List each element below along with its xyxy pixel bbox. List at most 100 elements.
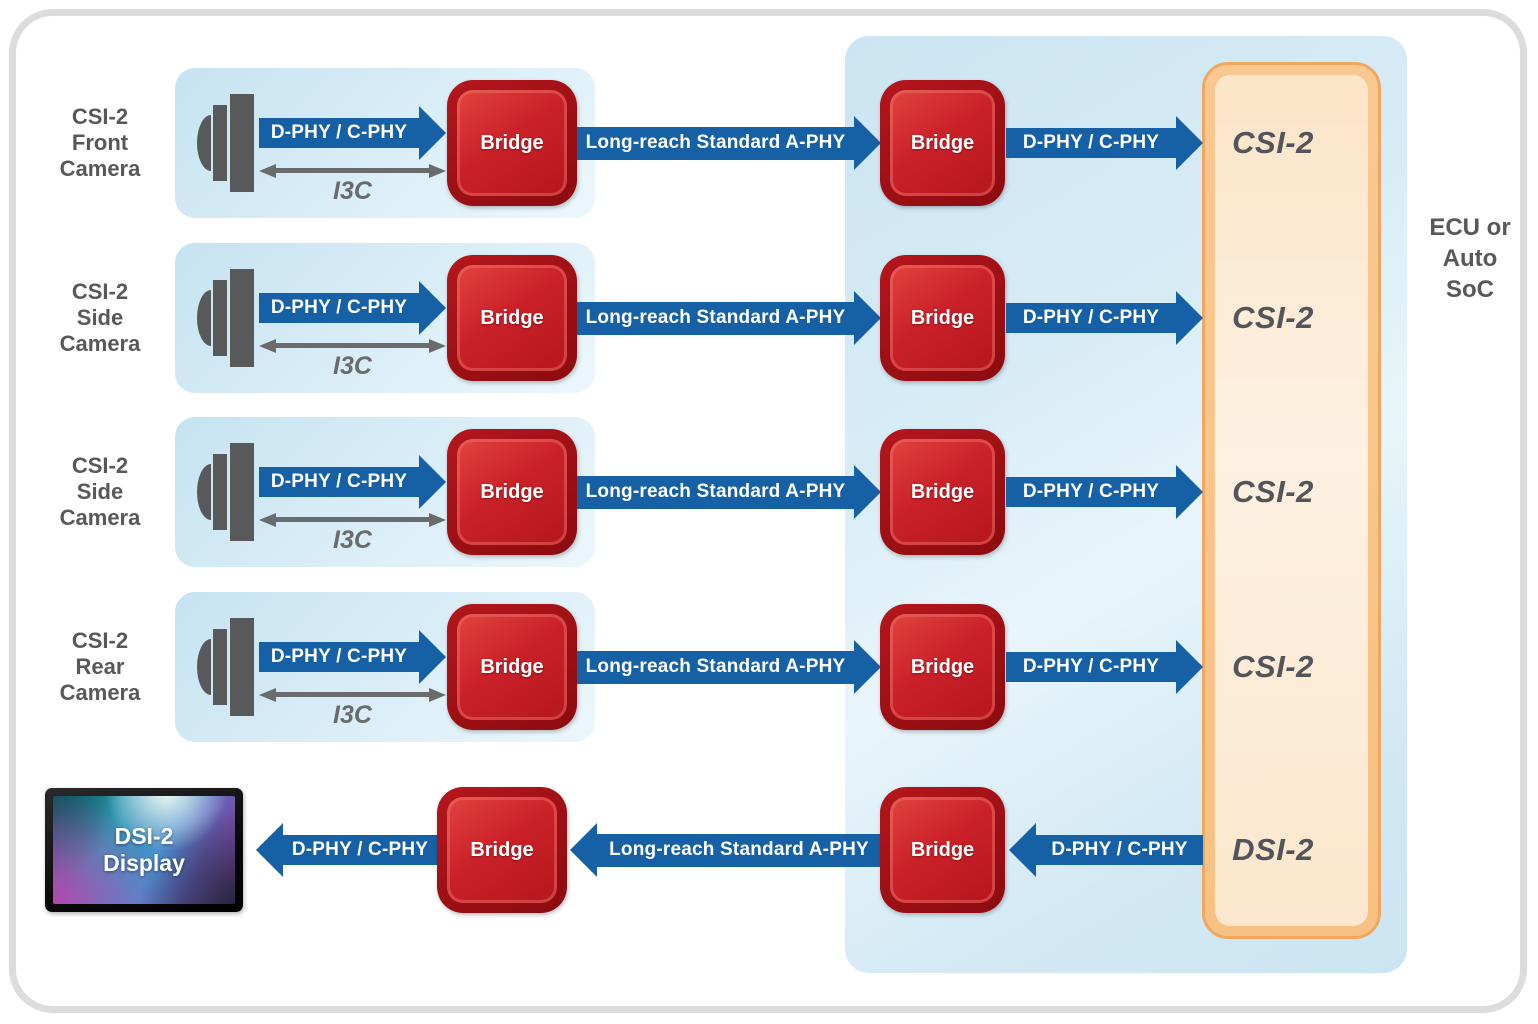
dphy-cphy-arrow: D-PHY / C-PHY (259, 281, 446, 335)
bridge-chip-inner: Bridge (890, 265, 995, 371)
bridge-label: Bridge (910, 131, 975, 154)
arrowhead-right-icon (419, 630, 446, 684)
i3c-line (276, 517, 429, 522)
arrow-label: D-PHY / C-PHY (270, 471, 408, 492)
dphy-cphy-arrow: D-PHY / C-PHY (1006, 640, 1203, 694)
arrowhead-right-icon (419, 106, 446, 160)
bridge-chip: Bridge (447, 429, 577, 555)
arrow-body: Long-reach Standard A-PHY (577, 126, 854, 160)
bridge-chip-inner: Bridge (457, 439, 567, 545)
arrowhead-right-icon (1176, 640, 1203, 694)
arrowhead-left-icon (570, 823, 597, 877)
bridge-chip-inner: Bridge (447, 797, 557, 903)
soc-port-column (1202, 62, 1381, 939)
i3c-line (276, 692, 429, 697)
bridge-chip-inner: Bridge (890, 614, 995, 720)
arrowhead-right-icon (1176, 116, 1203, 170)
bridge-label: Bridge (480, 480, 544, 503)
arrow-label: D-PHY / C-PHY (1051, 839, 1188, 860)
soc-port-label: DSI-2 (1232, 832, 1314, 867)
camera-icon (197, 443, 254, 541)
dphy-cphy-arrow-left: D-PHY / C-PHY (1009, 823, 1203, 877)
bridge-chip-inner: Bridge (457, 90, 567, 196)
aphy-link-arrow: Long-reach Standard A-PHY (577, 291, 881, 345)
dphy-cphy-arrow: D-PHY / C-PHY (1006, 291, 1203, 345)
soc-port-label: CSI-2 (1232, 649, 1314, 684)
arrow-label: D-PHY / C-PHY (270, 297, 408, 318)
bridge-chip: Bridge (447, 604, 577, 730)
arrow-body: Long-reach Standard A-PHY (577, 301, 854, 335)
camera-row-label: CSI-2 Front Camera (59, 104, 141, 181)
arrowhead-right-icon (854, 291, 881, 345)
aphy-link-arrow-left: Long-reach Standard A-PHY (570, 823, 881, 877)
arrowhead-right-icon (854, 116, 881, 170)
bridge-label: Bridge (470, 838, 534, 861)
bridge-label: Bridge (480, 131, 544, 154)
i3c-double-arrow (259, 687, 446, 702)
bridge-chip: Bridge (447, 80, 577, 206)
arrowhead-right-icon (429, 512, 446, 527)
arrow-label: Long-reach Standard A-PHY (585, 307, 846, 328)
i3c-label: I3C (333, 177, 372, 205)
i3c-line (276, 168, 429, 173)
i3c-label: I3C (333, 701, 372, 729)
dphy-cphy-arrow: D-PHY / C-PHY (259, 455, 446, 509)
bridge-chip-inner: Bridge (457, 265, 567, 371)
i3c-label: I3C (333, 352, 372, 380)
arrow-body: D-PHY / C-PHY (259, 467, 419, 497)
arrowhead-left-icon (259, 512, 276, 527)
soc-port-column-inner (1215, 75, 1368, 926)
camera-row-label: CSI-2 Rear Camera (59, 628, 141, 705)
bridge-chip: Bridge (447, 255, 577, 381)
arrow-label: Long-reach Standard A-PHY (585, 132, 846, 153)
bridge-chip: Bridge (437, 787, 567, 913)
aphy-link-arrow: Long-reach Standard A-PHY (577, 465, 881, 519)
arrow-label: Long-reach Standard A-PHY (609, 839, 869, 860)
arrowhead-right-icon (429, 687, 446, 702)
camera-icon (197, 94, 254, 192)
bridge-label: Bridge (910, 838, 975, 861)
arrowhead-left-icon (1009, 823, 1036, 877)
arrowhead-right-icon (429, 338, 446, 353)
soc-port-label: CSI-2 (1232, 125, 1314, 160)
dphy-cphy-arrow: D-PHY / C-PHY (1006, 465, 1203, 519)
bridge-label: Bridge (480, 306, 544, 329)
arrow-body: D-PHY / C-PHY (1006, 477, 1176, 507)
arrow-label: D-PHY / C-PHY (270, 122, 408, 143)
bridge-label: Bridge (910, 306, 975, 329)
arrow-body: Long-reach Standard A-PHY (577, 650, 854, 684)
bridge-label: Bridge (910, 655, 975, 678)
i3c-double-arrow (259, 512, 446, 527)
arrowhead-right-icon (419, 281, 446, 335)
camera-row-label: CSI-2 Side Camera (59, 453, 141, 530)
arrowhead-right-icon (1176, 291, 1203, 345)
bridge-chip: Bridge (880, 787, 1005, 913)
arrow-label: Long-reach Standard A-PHY (585, 656, 846, 677)
dsi-display: DSI-2 Display (45, 788, 243, 912)
bridge-chip-inner: Bridge (890, 90, 995, 196)
bridge-chip: Bridge (880, 255, 1005, 381)
arrow-body: D-PHY / C-PHY (259, 118, 419, 148)
ecu-label: ECU or Auto SoC (1429, 214, 1511, 303)
bridge-label: Bridge (910, 480, 975, 503)
arrow-body: D-PHY / C-PHY (1006, 128, 1176, 158)
bridge-chip: Bridge (880, 80, 1005, 206)
soc-port-label: CSI-2 (1232, 300, 1314, 335)
bridge-chip: Bridge (880, 604, 1005, 730)
arrowhead-left-icon (259, 687, 276, 702)
arrow-body: D-PHY / C-PHY (283, 835, 437, 865)
i3c-label: I3C (333, 526, 372, 554)
arrow-label: D-PHY / C-PHY (270, 646, 408, 667)
arrowhead-right-icon (419, 455, 446, 509)
arrowhead-left-icon (259, 338, 276, 353)
dphy-cphy-arrow: D-PHY / C-PHY (1006, 116, 1203, 170)
arrow-label: D-PHY / C-PHY (1022, 307, 1160, 328)
aphy-link-arrow: Long-reach Standard A-PHY (577, 640, 881, 694)
arrow-body: D-PHY / C-PHY (259, 642, 419, 672)
arrowhead-left-icon (256, 823, 283, 877)
camera-row-label: CSI-2 Side Camera (59, 279, 141, 356)
bridge-chip-inner: Bridge (890, 797, 995, 903)
i3c-double-arrow (259, 163, 446, 178)
camera-icon (197, 269, 254, 367)
